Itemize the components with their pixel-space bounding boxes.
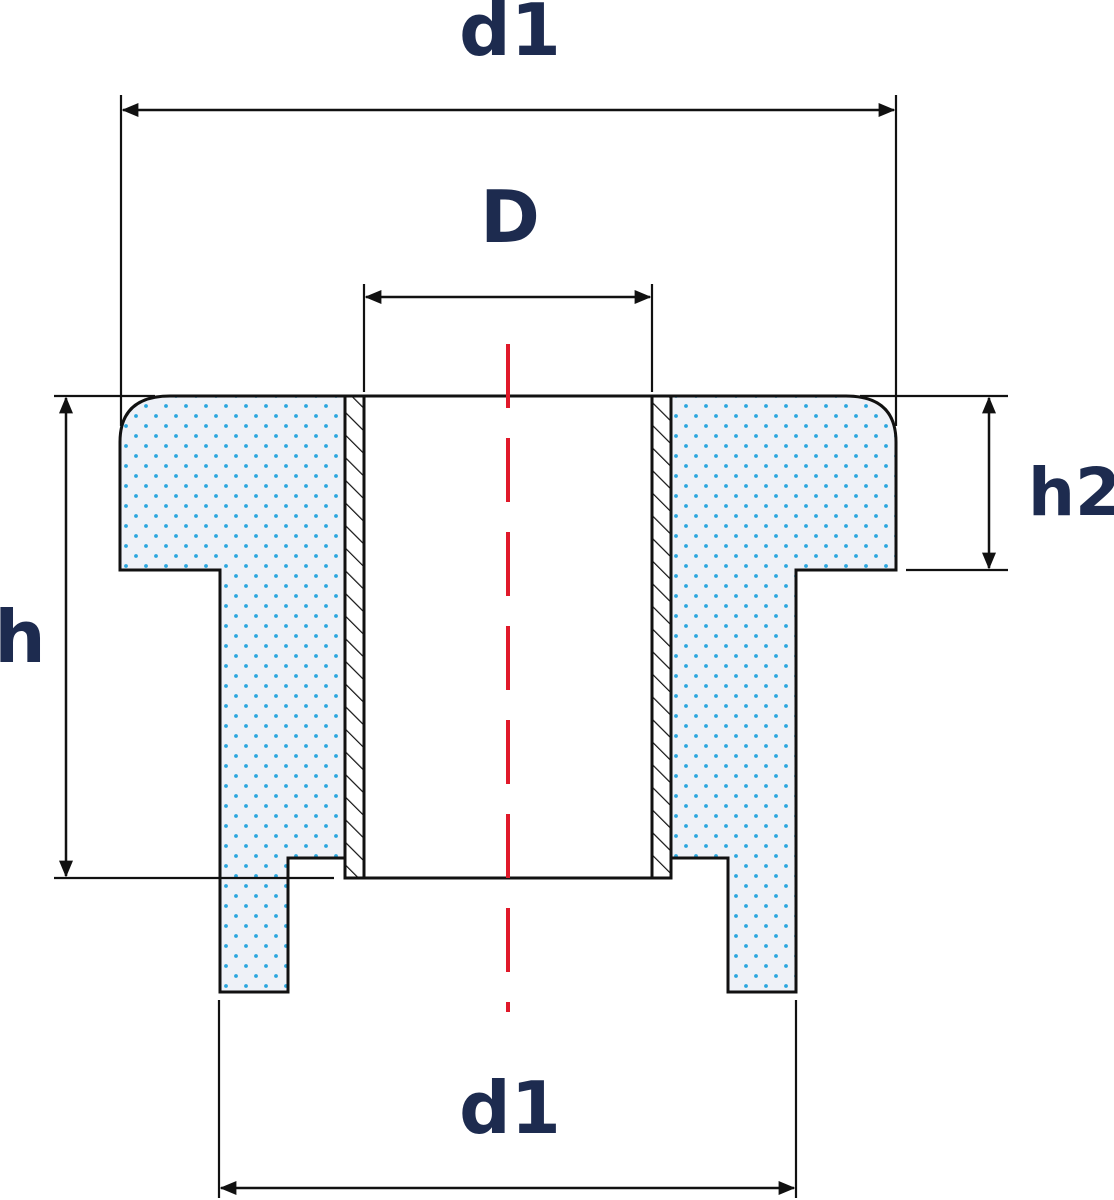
flange-height-label: h2 (1028, 454, 1114, 531)
left-sleeve-wall (343, 394, 366, 880)
bore-label: D (480, 175, 540, 259)
right-sleeve-wall (650, 394, 673, 880)
total-height-label: h (0, 595, 46, 679)
bottom-width-label: d1 (459, 1066, 561, 1150)
top-width-label: d1 (459, 0, 561, 72)
right-body-section (669, 394, 898, 994)
extension-lines (54, 95, 1008, 1198)
left-body-section (118, 394, 347, 994)
